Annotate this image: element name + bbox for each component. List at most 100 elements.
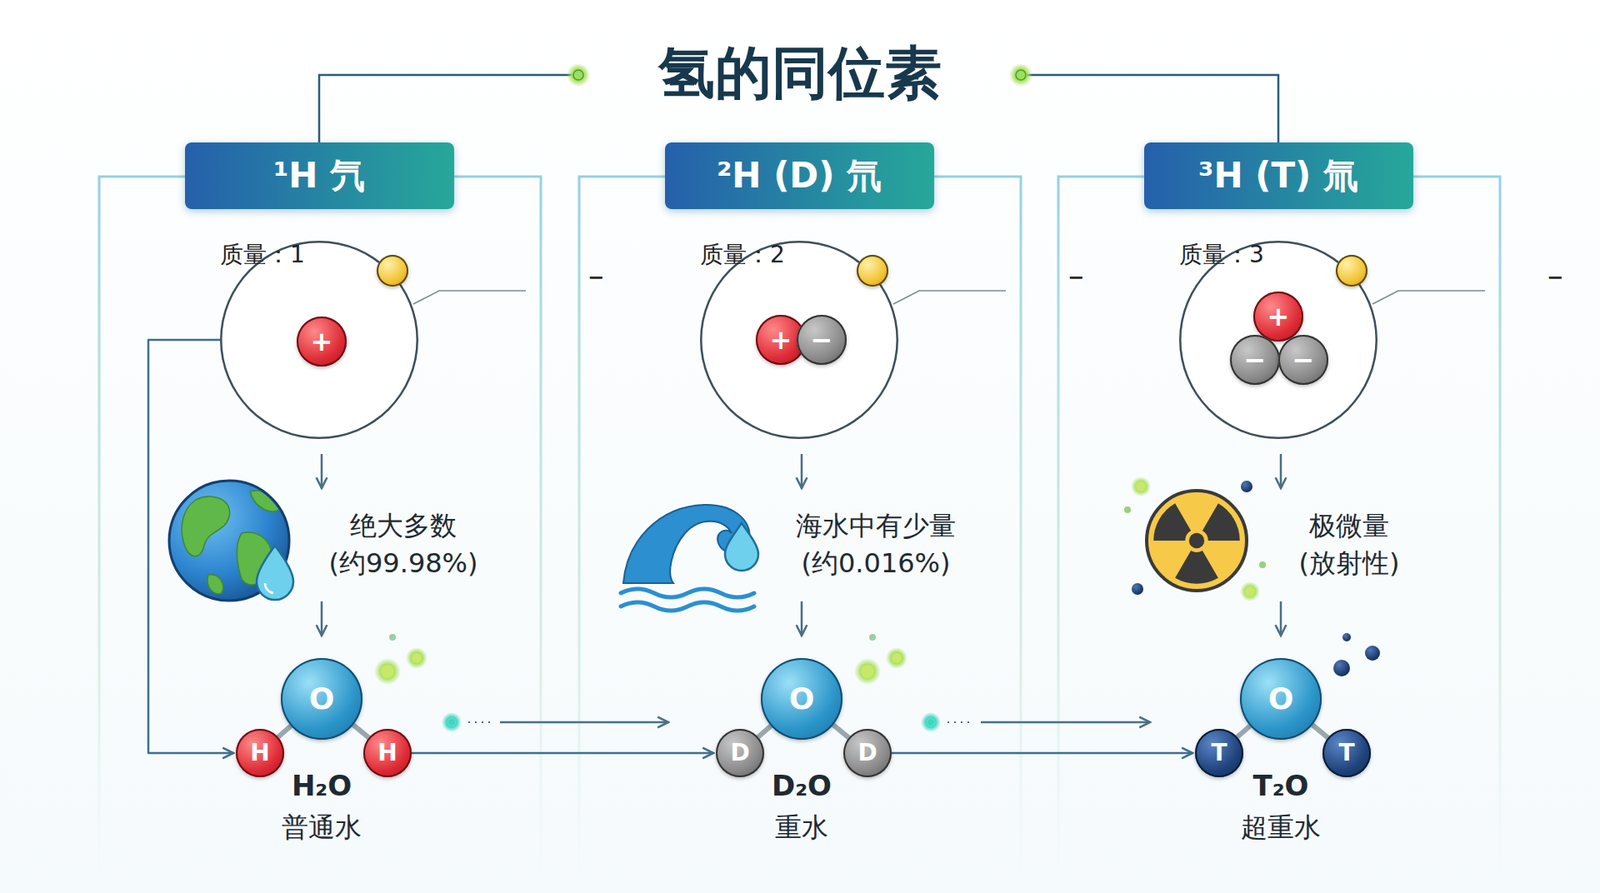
electron: − bbox=[376, 255, 409, 287]
header-text: ¹H 氕 bbox=[273, 158, 365, 194]
radiation-icon bbox=[1146, 490, 1247, 591]
abundance-text: (约99.98%) bbox=[329, 545, 479, 583]
tritium-atom: T bbox=[1195, 729, 1244, 778]
charge-sign: − bbox=[810, 326, 834, 354]
isotope-header: ³H (T) 氚 bbox=[1144, 142, 1414, 210]
molecule-sparkle bbox=[854, 658, 881, 685]
flow-arrow bbox=[920, 712, 941, 733]
molecule-sparkle bbox=[374, 633, 1380, 685]
chemical-bond bbox=[1312, 725, 1329, 738]
proton: + bbox=[1253, 291, 1304, 342]
flow-arrow bbox=[441, 712, 462, 733]
earth-icon bbox=[265, 583, 274, 594]
glow-dot bbox=[573, 70, 584, 80]
molecule-sparkle bbox=[1365, 645, 1380, 661]
radiation-icon bbox=[1245, 586, 1255, 597]
isotope-header: ¹H 氕 bbox=[185, 142, 455, 210]
mass-label: 质量：2 bbox=[700, 240, 785, 269]
abundance-text: 极微量 bbox=[1309, 508, 1390, 545]
glow-dot bbox=[1015, 70, 1026, 80]
flow-arrow bbox=[448, 719, 455, 726]
atom-symbol: H bbox=[250, 741, 270, 765]
abundance-text: 绝大多数 bbox=[350, 508, 457, 545]
molecule-sparkle bbox=[869, 634, 876, 641]
charge-sign: − bbox=[1067, 267, 1085, 288]
radiation-icon bbox=[1124, 476, 1266, 602]
atom-symbol: O bbox=[309, 684, 335, 715]
glow-dot bbox=[1009, 63, 1033, 87]
title-connector bbox=[319, 75, 579, 143]
glow-dot bbox=[566, 63, 590, 87]
proton: + bbox=[296, 316, 347, 367]
isotope-header: ²H (D) 氘 bbox=[665, 142, 935, 210]
water-name: 重水 bbox=[775, 810, 829, 847]
column-panel bbox=[1058, 176, 1500, 884]
oxygen-atom: O bbox=[760, 658, 843, 740]
molecule-sparkle bbox=[891, 653, 902, 664]
molecule-sparkle bbox=[380, 665, 395, 679]
diagram-title: 氢的同位素 bbox=[0, 36, 1600, 110]
radiation-icon bbox=[1148, 500, 1199, 555]
atom-symbol: D bbox=[730, 741, 750, 765]
chemical-bond bbox=[278, 725, 291, 738]
atom-symbol: T bbox=[1338, 741, 1355, 765]
flow-arrow bbox=[468, 721, 492, 724]
neutron: − bbox=[796, 315, 847, 365]
tritium-atom: T bbox=[1322, 729, 1371, 778]
chemical-bond bbox=[353, 725, 370, 738]
earth-icon bbox=[181, 496, 230, 557]
charge-sign: − bbox=[1244, 346, 1267, 374]
charge-sign: − bbox=[1292, 346, 1315, 374]
sea-wave-icon bbox=[620, 505, 759, 611]
formula-label: D₂O bbox=[771, 769, 832, 803]
oxygen-atom: O bbox=[1240, 658, 1322, 740]
flow-connector bbox=[891, 752, 1193, 755]
chemical-bond bbox=[833, 725, 850, 738]
column-panel bbox=[99, 176, 541, 884]
earth-icon bbox=[207, 575, 224, 595]
water-name: 普通水 bbox=[281, 810, 362, 847]
formula-label: H₂O bbox=[291, 769, 352, 803]
charge-sign: + bbox=[770, 326, 793, 354]
flow-arrow bbox=[947, 721, 973, 724]
molecule-sparkle bbox=[1342, 633, 1351, 642]
chemical-bond bbox=[1237, 725, 1250, 738]
molecule-sparkle bbox=[374, 658, 401, 685]
atom-orbit: −+−−质量：3 bbox=[1179, 240, 1378, 440]
mass-label: 质量：1 bbox=[220, 240, 305, 269]
charge-sign: − bbox=[587, 267, 605, 288]
radiation-icon bbox=[1189, 533, 1205, 549]
radiation-icon bbox=[1135, 481, 1146, 492]
atom-orbit: −+−质量：2 bbox=[700, 240, 899, 440]
molecule-sparkle bbox=[1333, 660, 1350, 677]
charge-sign: + bbox=[310, 328, 334, 355]
flow-arrow bbox=[927, 719, 935, 726]
charge-sign: + bbox=[1267, 303, 1290, 330]
mass-label: 质量：3 bbox=[1179, 240, 1265, 269]
molecule-sparkle bbox=[885, 647, 908, 670]
radiation-icon bbox=[1131, 583, 1144, 595]
hydrogen-atom: H bbox=[363, 729, 412, 778]
oxygen-atom: O bbox=[280, 658, 363, 740]
water-name: 超重水 bbox=[1240, 810, 1321, 847]
neutron: − bbox=[1230, 335, 1280, 385]
radiation-icon bbox=[1240, 581, 1260, 602]
abundance-text: 海水中有少量 bbox=[795, 508, 956, 545]
molecule-sparkle bbox=[405, 647, 428, 670]
atom-symbol: O bbox=[1268, 684, 1295, 715]
electron: − bbox=[1335, 255, 1368, 287]
sea-wave-icon bbox=[725, 523, 759, 571]
earth-icon bbox=[250, 490, 280, 512]
earth-icon bbox=[256, 545, 294, 600]
chemical-bond bbox=[758, 725, 771, 738]
abundance-text: (约0.016%) bbox=[801, 545, 951, 583]
flow-connector bbox=[148, 340, 234, 754]
title-connector bbox=[1020, 75, 1279, 143]
formula-label: T₂O bbox=[1253, 769, 1310, 803]
atom-symbol: T bbox=[1210, 741, 1227, 765]
radiation-icon bbox=[1259, 561, 1266, 569]
radiation-icon bbox=[1240, 480, 1253, 493]
earth-icon bbox=[169, 480, 294, 601]
